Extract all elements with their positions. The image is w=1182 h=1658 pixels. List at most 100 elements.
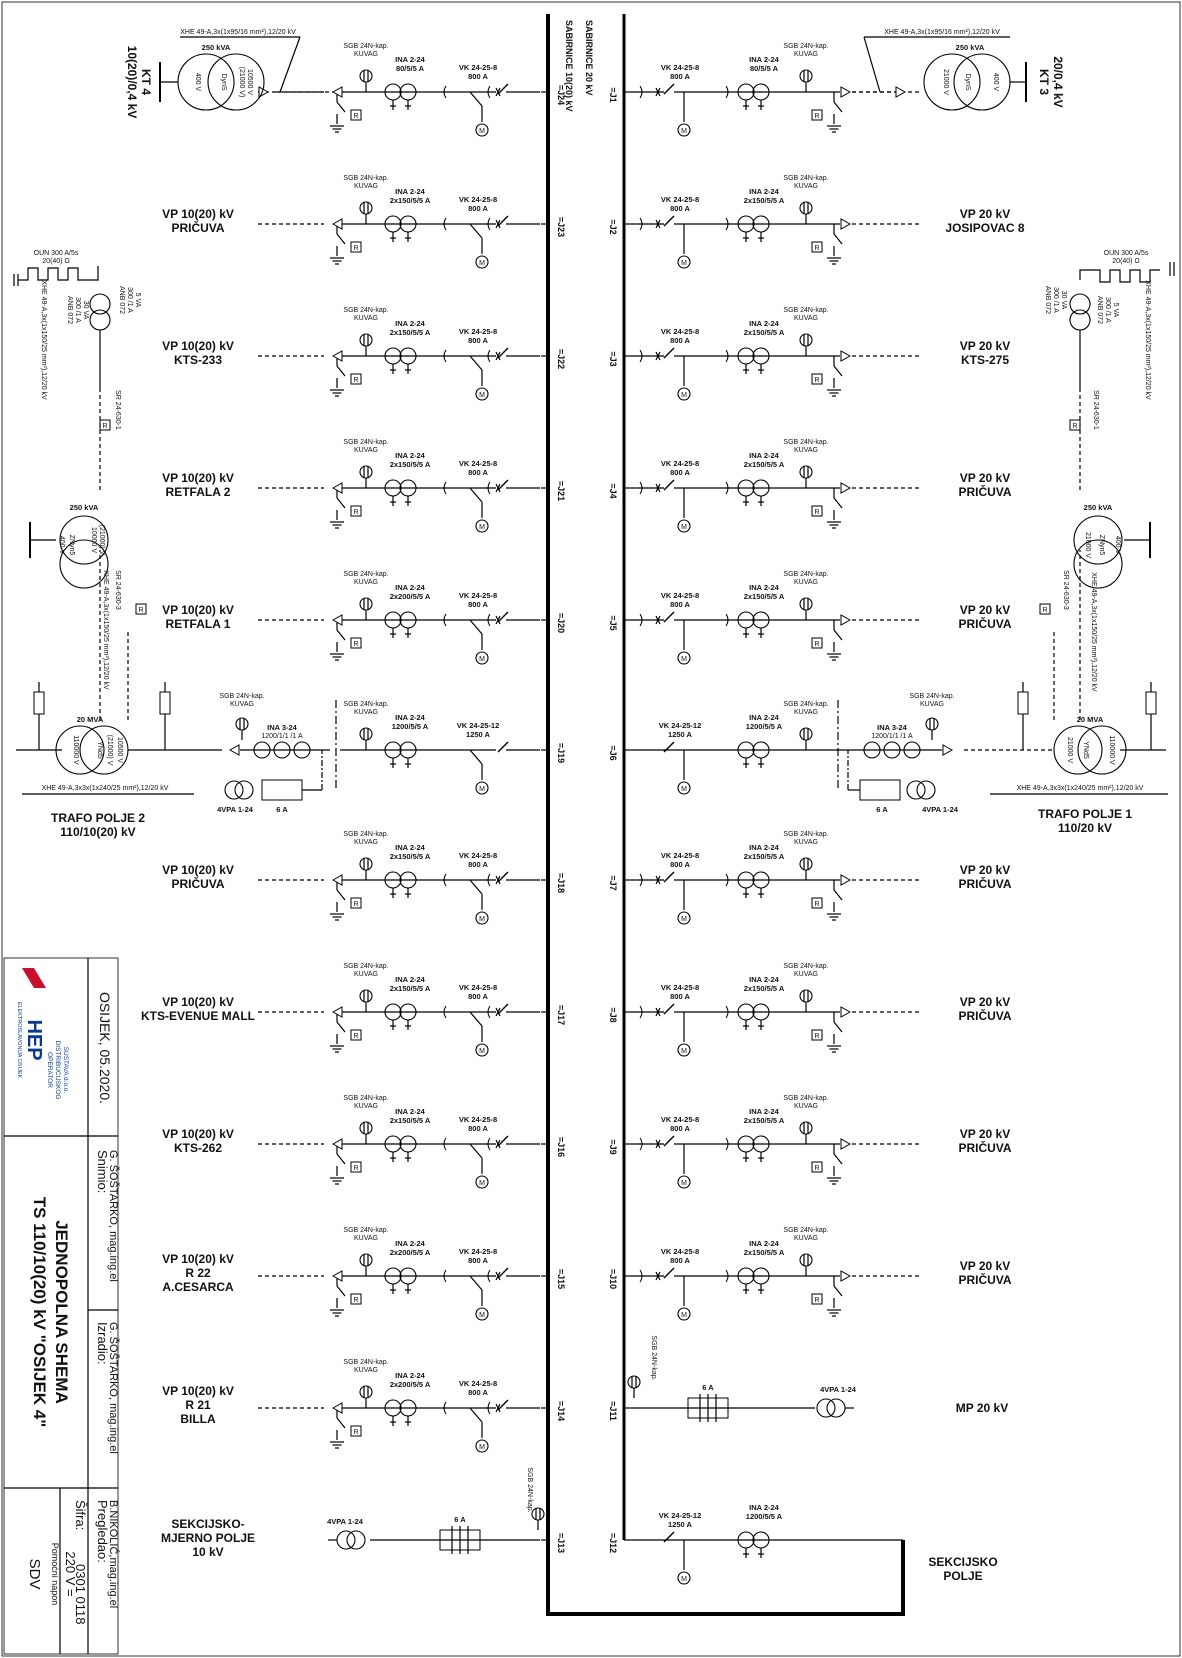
earth-switch <box>833 1285 843 1297</box>
breaker-rating: 1250 A <box>668 730 692 739</box>
breaker-rating: 800 A <box>670 860 690 869</box>
feeder-name: 110/10(20) kV <box>60 825 135 839</box>
trafo-vector: YNd5 <box>1082 741 1089 759</box>
fuse-rating: 6 A <box>702 1383 714 1392</box>
earth-switch <box>833 101 843 113</box>
trafo-hv: 10500 V <box>246 69 253 95</box>
reviewed-label: Pregledao: <box>95 1500 110 1563</box>
trafo-rating: 20 MVA <box>1077 715 1104 724</box>
trafo-lv: 21000 V <box>1066 737 1073 763</box>
feeder-name: VP 20 kV <box>960 1259 1010 1273</box>
aux-cable-spec: XHE 49-A,3x(1x150/25 mm²),12/20 kV <box>1090 572 1097 692</box>
cable-termination <box>331 482 343 494</box>
disconnector-blade <box>469 487 483 503</box>
anb1: ANB 072 <box>66 296 73 324</box>
kuvag-label: KUVAG <box>354 51 378 58</box>
disconnector-arc <box>487 1137 491 1151</box>
feeder-name: PRIČUVA <box>171 220 224 235</box>
breaker-rating: 800 A <box>468 1124 488 1133</box>
ct-type: INA 2-24 <box>395 975 426 984</box>
ct-ratio: 2x150/5/5 A <box>744 196 785 205</box>
feeder-name: PRIČUVA <box>958 1008 1011 1023</box>
disconnector-arc <box>443 1005 447 1019</box>
feeder-id: =J1 <box>608 87 618 102</box>
relay-box <box>1039 603 1051 615</box>
aux-lv: 400 V <box>1114 536 1121 555</box>
disconnector-blade <box>469 749 483 765</box>
feeder-name: VP 20 kV <box>960 995 1010 1009</box>
reviewed-name: B.NIKOLIĆ,mag.ing.el <box>107 1500 120 1608</box>
breaker-type: VK 24-25-8 <box>661 591 699 600</box>
busbar-label: SABIRNICE 10(20) kV <box>564 20 574 112</box>
ct-ratio: 80/5/5 A <box>396 64 425 73</box>
breaker-x <box>655 87 661 97</box>
transformer-winding <box>55 725 105 775</box>
motor-drive <box>475 911 489 925</box>
motor-drive <box>475 651 489 665</box>
feeder-id: =J19 <box>556 743 566 763</box>
breaker-type: VK 24-25-8 <box>459 327 497 336</box>
motor-letter: M <box>479 1444 485 1451</box>
kuvag-label: KUVAG <box>794 315 818 322</box>
earth-switch <box>336 889 346 901</box>
capacitive-indicator <box>359 201 373 215</box>
feeder-name: SEKCIJSKO- <box>171 1517 244 1531</box>
motor-drive <box>475 123 489 137</box>
sgb-label: SGB 24N-kap. <box>343 1227 388 1234</box>
breaker-rating: 1250 A <box>466 730 490 739</box>
cable-termination <box>331 350 343 362</box>
trafo-hv: 21000 V <box>942 69 949 95</box>
feeder-id: =J3 <box>608 351 618 366</box>
cable-termination <box>840 86 852 98</box>
disconnector-arc <box>487 1269 491 1283</box>
transformer-winding <box>953 53 1011 111</box>
ct-type: INA 2-24 <box>749 319 780 328</box>
disconnector-arc <box>487 217 491 231</box>
feeder-name: KTS-262 <box>174 1141 222 1155</box>
breaker-type: VK 24-25-8 <box>459 63 497 72</box>
feeder-name: MP 20 kV <box>956 1401 1008 1415</box>
earth-switch <box>336 233 346 245</box>
feeder-name: SEKCIJSKO <box>928 1555 997 1569</box>
company-name: HEP <box>23 1019 45 1060</box>
cable-termination <box>840 1270 852 1282</box>
relay-letter: R <box>814 113 819 120</box>
breaker-contact <box>497 871 509 883</box>
feeder-id: =J6 <box>608 745 618 760</box>
capacitive-indicator <box>359 465 373 479</box>
breaker-rating: 800 A <box>468 468 488 477</box>
feeder-id: =J16 <box>556 1137 566 1157</box>
disconnector-arc <box>443 1269 447 1283</box>
cable-termination <box>331 218 343 230</box>
breaker-type: VK 24-25-8 <box>661 195 699 204</box>
breaker-contact <box>497 347 509 359</box>
transformer-winding <box>1073 539 1123 589</box>
ct-type: INA 2-24 <box>749 975 780 984</box>
breaker-x <box>655 219 661 229</box>
disconnector-arc <box>487 1401 491 1415</box>
ct-ratio: 2x150/5/5 A <box>744 592 785 601</box>
ct-type: INA 2-24 <box>749 55 780 64</box>
feeder-id: =J17 <box>556 1005 566 1025</box>
relay-letter: R <box>353 509 358 516</box>
motor-letter: M <box>479 786 485 793</box>
disconnector-arc <box>639 217 643 231</box>
earth-switch <box>833 1153 843 1165</box>
relay-letter: R <box>353 113 358 120</box>
made-label: Izradio: <box>95 1322 110 1365</box>
surge-arrester <box>159 691 171 715</box>
breaker-type: VK 24-25-8 <box>459 1247 497 1256</box>
aux-vector: ZNyn5 <box>68 535 75 556</box>
anb2: 5 VA <box>134 293 141 308</box>
sr2-label: SR 24-630-3 <box>114 570 121 610</box>
feeder-name: VP 10(20) kV <box>162 863 234 877</box>
aux-rating: 250 kVA <box>1084 503 1113 512</box>
ct-ratio: 1200/5/5 A <box>746 1512 783 1521</box>
relay-box <box>350 1293 362 1305</box>
breaker-rating: 800 A <box>670 336 690 345</box>
sgb-label: SGB 24N-kap. <box>343 831 388 838</box>
cable-spec: XHE 49-A,3x(1x95/16 mm²),12/20 kV <box>180 29 296 36</box>
cable-termination <box>840 350 852 362</box>
